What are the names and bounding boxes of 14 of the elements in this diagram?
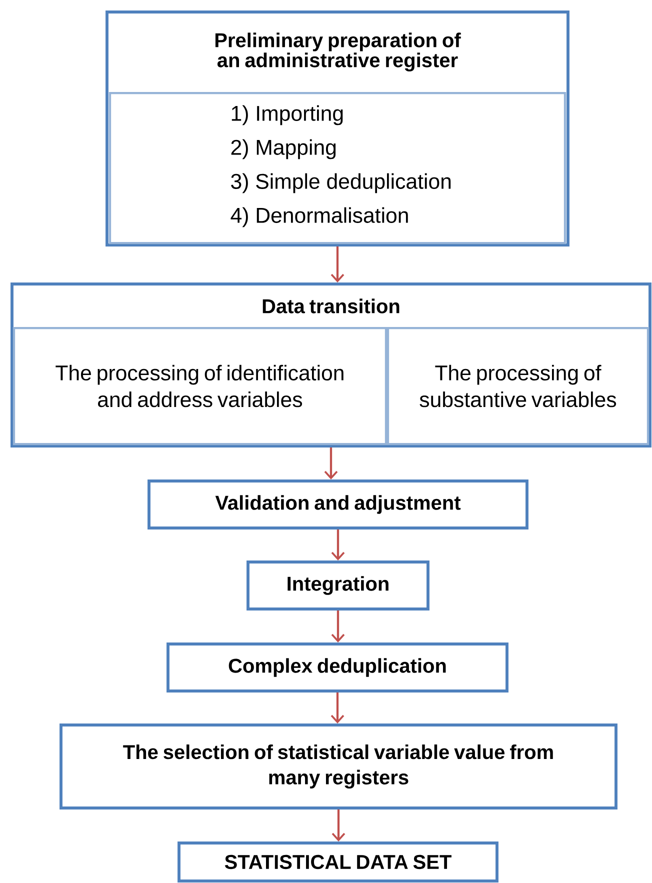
arrow <box>331 610 345 643</box>
process-box: Validation and adjustment <box>148 480 528 530</box>
table-cell: The processing of substantive variables <box>386 326 650 446</box>
arrow <box>331 529 345 561</box>
step-list: 1) Importing 2) Mapping 3) Simple deduplication 4) Denormalisation <box>108 92 566 244</box>
table-cell: The processing of identification and address variables <box>12 326 388 446</box>
arrow <box>324 447 338 480</box>
process-box: Integration <box>246 560 430 610</box>
process-box: The selection of statistical variable value from many registers <box>60 724 618 810</box>
process-box: Complex deduplication <box>166 642 508 692</box>
arrow <box>332 809 346 842</box>
arrow <box>330 246 344 283</box>
process-box: STATISTICAL DATA SET <box>178 842 498 882</box>
arrow <box>330 692 344 724</box>
